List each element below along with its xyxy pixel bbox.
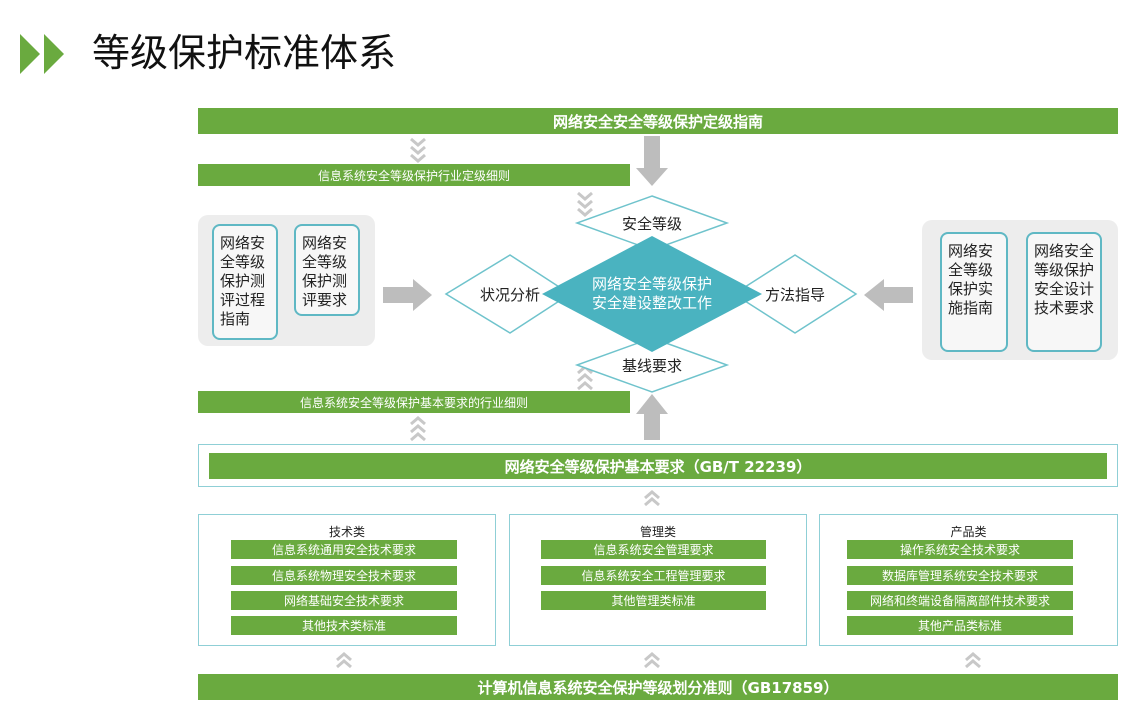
page-title: 等级保护标准体系 [92,31,397,75]
list-item: 信息系统安全工程管理要求 [541,566,766,585]
category-title: 技术类 [328,525,365,539]
diamond-right-label: 方法指导 [764,285,825,304]
diamond-center-shape [542,236,762,352]
list-item: 网络和终端设备隔离部件技术要求 [847,591,1073,610]
right-cell-design-requirement: 网络安全等级保护安全设计技术要求 [1026,232,1102,352]
left-arrow-icon [864,279,913,311]
list-item: 数据库管理系统安全技术要求 [847,566,1073,585]
basic-requirement-bar: 网络安全等级保护基本要求（GB/T 22239） [209,453,1107,479]
diamond-bottom-shape [574,337,730,393]
down-arrow-icon [636,136,668,186]
title-arrow-icon [20,34,72,74]
list-item: 信息系统物理安全技术要求 [231,566,457,585]
chevron-down-icon [410,137,426,163]
diamond-top-label: 安全等级 [621,214,682,233]
diamond-bottom-label: 基线要求 [621,356,682,375]
list-item: 其他技术类标准 [231,616,457,635]
right-arrow-icon [383,279,432,311]
industry-grading-rule-bar: 信息系统安全等级保护行业定级细则 [198,164,630,186]
chevron-up-icon [336,652,352,669]
chevron-down-icon [577,191,593,217]
list-item: 网络基础安全技术要求 [231,591,457,610]
chevron-up-icon [965,652,981,669]
chevron-up-icon [410,416,426,442]
list-item: 其他产品类标准 [847,616,1073,635]
left-cell-eval-requirement: 网络安全等级保护测评要求 [294,224,360,316]
diamond-left-label: 状况分析 [479,285,540,304]
diamond-right-shape [732,254,858,334]
list-item: 操作系统安全技术要求 [847,540,1073,559]
diamond-left-shape [444,254,572,334]
basic-requirement-frame [198,444,1118,487]
list-item: 信息系统通用安全技术要求 [231,540,457,559]
list-item: 其他管理类标准 [541,591,766,610]
list-item: 信息系统安全管理要求 [541,540,766,559]
chevron-up-icon [644,652,660,669]
category-title: 产品类 [950,525,987,539]
right-cell-implementation-guide: 网络安全等级保护实施指南 [940,232,1008,352]
grading-guide-bar: 网络安全安全等级保护定级指南 [198,108,1118,134]
chevron-up-icon [644,490,660,507]
up-arrow-icon [636,394,668,440]
diamond-center-label: 网络安全等级保护安全建设整改工作 [591,275,712,312]
left-cell-eval-process-guide: 网络安全等级保护测评过程指南 [212,224,278,340]
bottom-standard-bar: 计算机信息系统安全保护等级划分准则（GB17859） [198,674,1118,700]
category-title: 管理类 [639,525,676,539]
industry-baseline-rule-bar: 信息系统安全等级保护基本要求的行业细则 [198,391,630,413]
